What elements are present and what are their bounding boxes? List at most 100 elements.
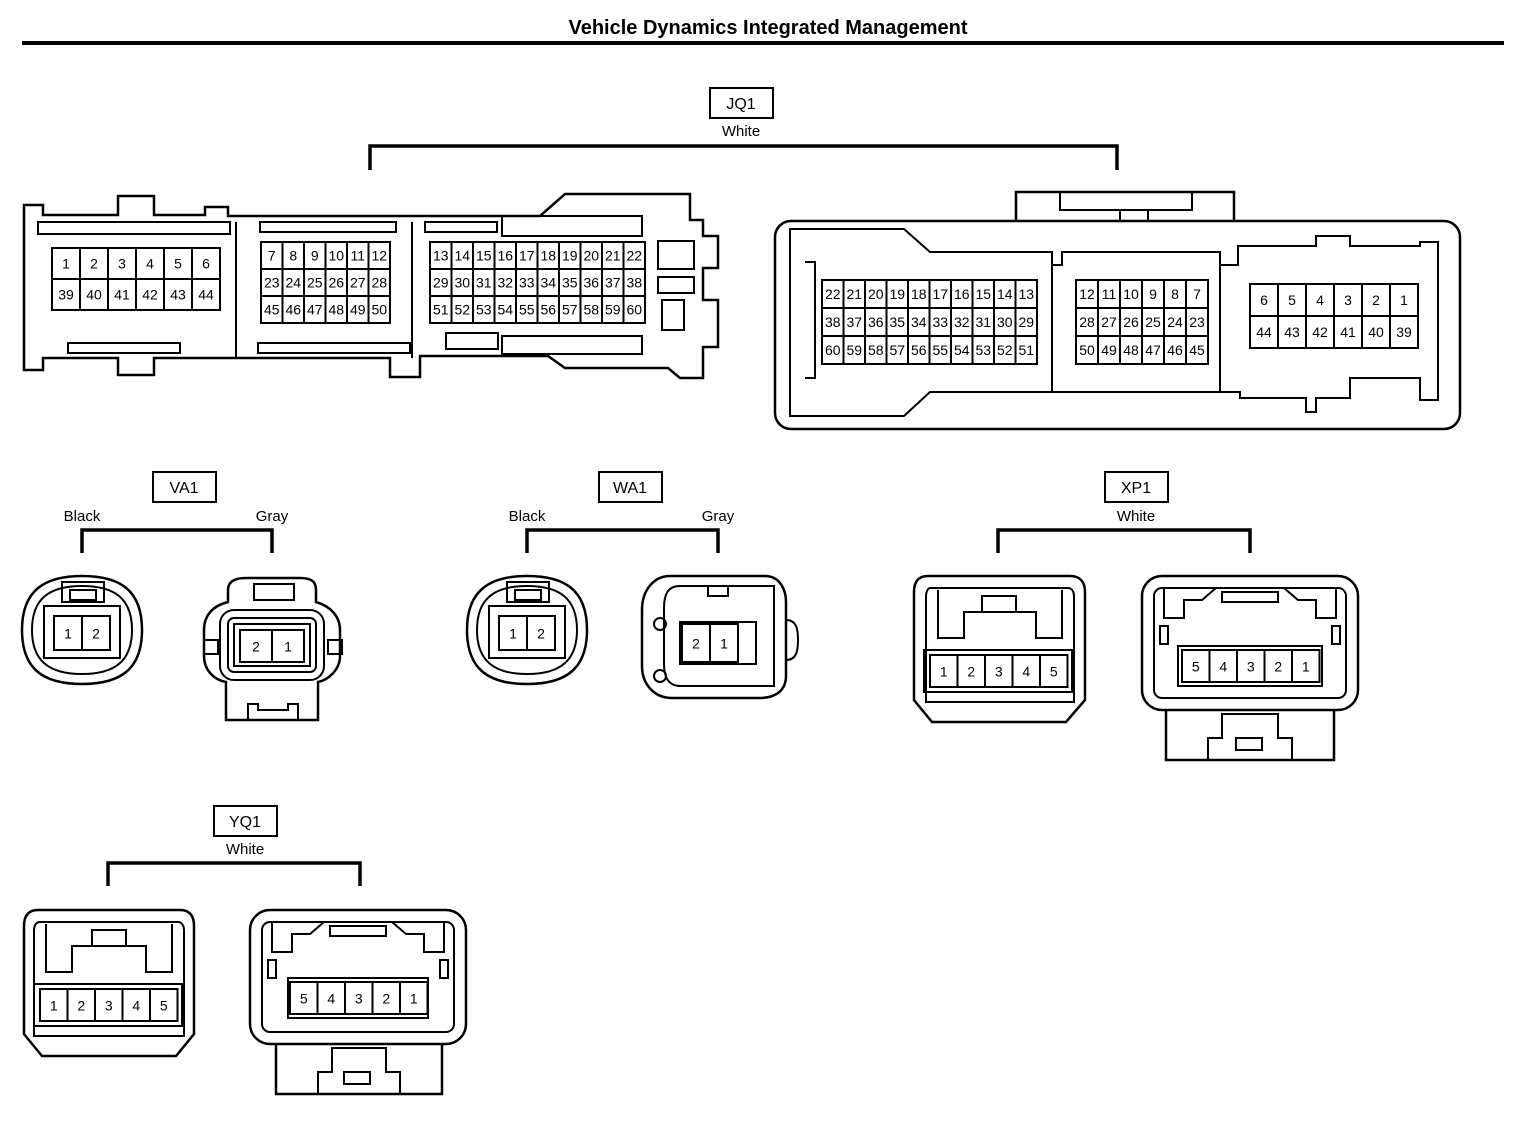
jq1-face-left-pin-label: 16 bbox=[954, 286, 970, 302]
wa1-left-color: Black bbox=[509, 508, 546, 525]
jq1-face-mid-pin-label: 50 bbox=[1079, 342, 1095, 358]
jq1-component-top-tab bbox=[1014, 190, 1236, 221]
jq1-mid-pin-label: 10 bbox=[328, 248, 344, 264]
xp1-component-pin-label: 2 bbox=[1274, 658, 1282, 674]
xp1-component-rib-right bbox=[1283, 587, 1337, 619]
xp1-component-side-right bbox=[1331, 625, 1341, 645]
jq1-face-right-pin-label: 3 bbox=[1344, 292, 1352, 308]
jq1-left-pin-label: 6 bbox=[202, 256, 210, 272]
jq1-face-mid-pin-label: 7 bbox=[1193, 286, 1201, 302]
xp1-harness-pin-cell bbox=[956, 654, 986, 688]
yq1-component-pin-label: 4 bbox=[327, 990, 335, 1006]
xp1-component-pin-label: 1 bbox=[1302, 658, 1310, 674]
wa1-right-color: Gray bbox=[702, 508, 735, 525]
va1-bracket bbox=[80, 528, 274, 553]
jq1-face-left-pin-label: 13 bbox=[1018, 286, 1034, 302]
xp1-harness-latch-key bbox=[981, 595, 1017, 613]
va1-left-color: Black bbox=[64, 508, 101, 525]
xp1-label-box bbox=[1104, 471, 1169, 503]
jq1-left-pin-label: 4 bbox=[146, 256, 154, 272]
va1-id: VA1 bbox=[169, 480, 198, 497]
xp1-harness-pin-label: 3 bbox=[995, 663, 1003, 679]
jq1-mid-pin-label: 46 bbox=[285, 302, 301, 318]
jq1-face-left-pin-label: 56 bbox=[911, 342, 927, 358]
jq1-face-left-pin-label: 57 bbox=[889, 342, 905, 358]
yq1-harness-outer bbox=[22, 908, 196, 1058]
jq1-mid-pin-label: 23 bbox=[264, 275, 280, 291]
xp1-component-pin-cell bbox=[1263, 649, 1293, 683]
jq1-left-pin-label: 40 bbox=[86, 287, 102, 303]
jq1-latch-mid bbox=[657, 276, 695, 294]
jq1-face-right-pin-label: 44 bbox=[1256, 324, 1272, 340]
jq1-face-right-pin-label: 2 bbox=[1372, 292, 1380, 308]
va1-gray-bottom-key bbox=[247, 703, 299, 720]
xp1-harness-pin-label: 2 bbox=[967, 663, 975, 679]
jq1-face-left-pin-label: 32 bbox=[954, 314, 970, 330]
wa1-black-latch-inner bbox=[514, 589, 542, 601]
xp1-harness-pin-label: 4 bbox=[1022, 663, 1030, 679]
va1-gray-ear-left bbox=[203, 639, 219, 655]
jq1-left-pin-label: 43 bbox=[170, 287, 186, 303]
yq1-component-pin-label: 3 bbox=[355, 990, 363, 1006]
va1-black-pin-label: 2 bbox=[92, 625, 100, 641]
yq1-component-bottom-latch bbox=[317, 1047, 401, 1094]
jq1-face-left-pin-label: 22 bbox=[825, 286, 841, 302]
jq1-face-left-pin-label: 36 bbox=[868, 314, 884, 330]
jq1-mid-pin-label: 9 bbox=[311, 248, 319, 264]
wa1-black-pin-cell bbox=[526, 615, 556, 651]
xp1-component-top-key bbox=[1221, 591, 1279, 603]
yq1-harness-pin-label: 4 bbox=[132, 997, 140, 1013]
jq1-face-left-pin-label: 51 bbox=[1018, 342, 1034, 358]
wa1-black-latch bbox=[506, 581, 550, 603]
jq1-mid-pin-label: 25 bbox=[307, 275, 323, 291]
jq1-right-pin-label: 36 bbox=[583, 275, 599, 291]
jq1-face-left-pin-label: 15 bbox=[975, 286, 991, 302]
jq1-right-pin-label: 22 bbox=[626, 248, 642, 264]
va1-black-pin-cell bbox=[53, 615, 83, 651]
xp1-component-pin-label: 5 bbox=[1192, 658, 1200, 674]
jq1-face-left-pin-label: 30 bbox=[997, 314, 1013, 330]
jq1-left-pin-label: 1 bbox=[62, 256, 70, 272]
va1-black-outer bbox=[20, 574, 144, 686]
jq1-face-mid-pin-label: 12 bbox=[1079, 286, 1095, 302]
jq1-right-pin-label: 55 bbox=[519, 302, 535, 318]
jq1-component-outer bbox=[773, 219, 1462, 431]
jq1-left-rail-bottom bbox=[67, 342, 181, 354]
xp1-harness-pin-cell bbox=[929, 654, 959, 688]
jq1-right-pin-label: 34 bbox=[540, 275, 556, 291]
jq1-right-pin-label: 20 bbox=[583, 248, 599, 264]
xp1-component-rib-left bbox=[1163, 587, 1217, 619]
va1-gray-pin-cell bbox=[239, 629, 273, 663]
jq1-mid-pin-label: 7 bbox=[268, 248, 276, 264]
jq1-mid-pin-label: 12 bbox=[371, 248, 387, 264]
jq1-face-mid-pin-label: 45 bbox=[1189, 342, 1205, 358]
va1-gray-ear-right bbox=[327, 639, 343, 655]
yq1-id: YQ1 bbox=[229, 814, 261, 831]
yq1-harness-pin-label: 2 bbox=[77, 997, 85, 1013]
yq1-harness-latch-key bbox=[91, 929, 127, 947]
va1-gray-hood-inner bbox=[227, 617, 317, 673]
jq1-face-right-pin-label: 5 bbox=[1288, 292, 1296, 308]
jq1-face-right-pin-label: 39 bbox=[1396, 324, 1412, 340]
yq1-component-outer bbox=[248, 908, 468, 1046]
jq1-right-pin-label: 57 bbox=[562, 302, 578, 318]
jq1-right-pin-label: 18 bbox=[540, 248, 556, 264]
yq1-component-pin-label: 5 bbox=[300, 990, 308, 1006]
jq1-latch-top bbox=[657, 240, 695, 270]
jq1-mid-pin-label: 8 bbox=[289, 248, 297, 264]
jq1-right-pin-label: 54 bbox=[497, 302, 513, 318]
jq1-left-pin-cell bbox=[135, 278, 165, 311]
jq1-face-mid-pin-label: 23 bbox=[1189, 314, 1205, 330]
yq1-label-box bbox=[213, 805, 278, 837]
jq1-face-right-pin-label: 41 bbox=[1340, 324, 1356, 340]
jq1-face-left-pin-label: 21 bbox=[846, 286, 862, 302]
